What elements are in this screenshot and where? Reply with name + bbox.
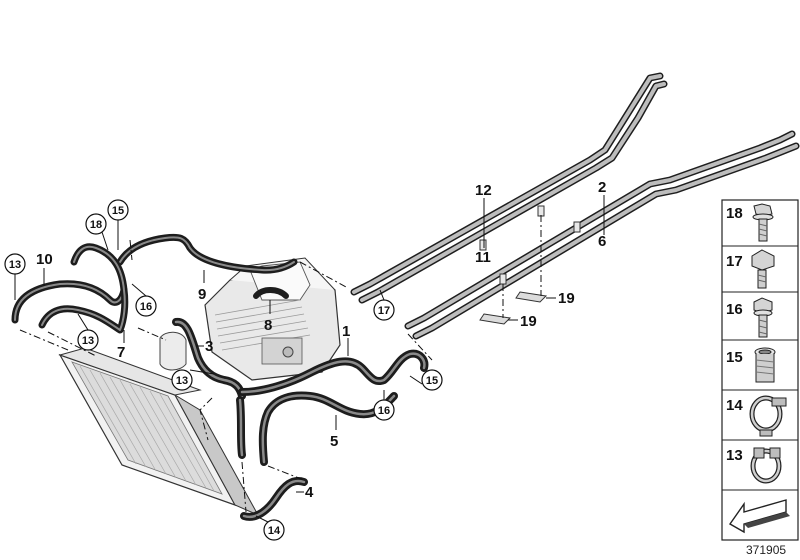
callouts: 1 2 3 4 5 6 7 8 9 10 11 12 19 19 (36, 179, 606, 501)
circled-14: 14 (268, 525, 281, 537)
callout-9: 9 (198, 286, 206, 303)
callout-19-upper: 19 (558, 290, 575, 307)
callout-2: 2 (598, 179, 606, 196)
spring-clamp-icon (750, 447, 782, 484)
callout-12: 12 (475, 182, 492, 199)
callout-6: 6 (598, 233, 606, 250)
circled-callouts: 13 13 13 14 15 15 16 16 17 18 (4, 199, 443, 541)
legend-number-17: 17 (726, 253, 743, 270)
radiator (58, 347, 260, 517)
callout-4: 4 (305, 484, 314, 501)
legend-number-16: 16 (726, 301, 743, 318)
circled-13-compressor: 13 (176, 375, 188, 387)
legend-number-14: 14 (726, 397, 743, 414)
fastener-legend: 18 17 16 15 14 (721, 199, 799, 541)
callout-3: 3 (205, 338, 213, 355)
legend-number-15: 15 (726, 349, 743, 366)
flange-bolt-icon (752, 203, 774, 242)
circled-13-left: 13 (9, 259, 21, 271)
direction-arrow-icon (728, 499, 790, 534)
hose-clamp-icon (749, 395, 787, 437)
collar-screw-icon (753, 297, 773, 338)
circled-17: 17 (378, 305, 390, 317)
threaded-insert-icon (754, 347, 776, 383)
callout-10: 10 (36, 251, 53, 268)
circled-16-left: 16 (140, 301, 152, 313)
hex-bolt-icon (751, 249, 775, 289)
circled-13-middle: 13 (82, 335, 94, 347)
callout-19-lower: 19 (520, 313, 537, 330)
callout-8: 8 (264, 317, 272, 334)
circled-15-top: 15 (112, 205, 124, 217)
circled-16-right: 16 (378, 405, 390, 417)
circled-15-right: 15 (426, 375, 438, 387)
legend-number-13: 13 (726, 447, 743, 464)
callout-7: 7 (117, 344, 125, 361)
callout-5: 5 (330, 433, 338, 450)
assembly-leaders (19, 215, 542, 513)
callout-1: 1 (342, 323, 350, 340)
circled-18: 18 (90, 219, 102, 231)
callout-11: 11 (475, 249, 491, 266)
coolant-pipes (350, 72, 800, 340)
compressor-unit (159, 257, 341, 381)
reference-number: 371905 (746, 543, 786, 557)
legend-number-18: 18 (726, 205, 743, 222)
